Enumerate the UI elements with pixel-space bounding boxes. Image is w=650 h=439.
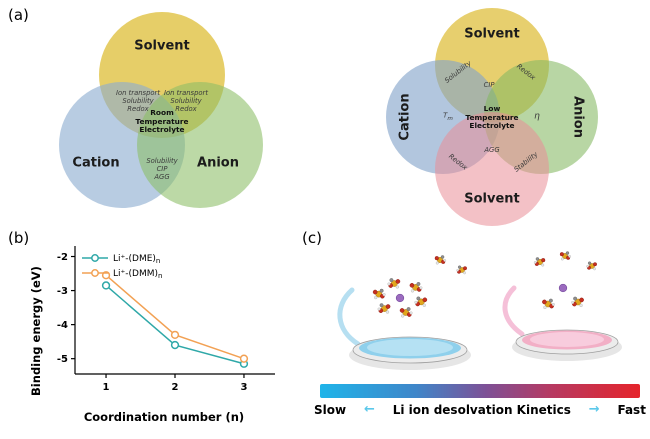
- venn-right-anion-label: Anion: [570, 96, 586, 138]
- venn-right-tm-label: Tm: [443, 111, 453, 122]
- venn-left: Solvent Cation Anion Ion transport Solub…: [58, 8, 268, 213]
- svg-text:-4: -4: [57, 320, 68, 331]
- venn-left-solvent-anion-overlap: Ion transport Solubility Redox: [163, 88, 209, 114]
- svg-text:-3: -3: [57, 286, 68, 297]
- panel-c-label: (c): [302, 229, 322, 247]
- venn-left-center-label: Room Temperature Electrolyte: [135, 107, 189, 135]
- venn-left-anion-circle: [137, 82, 263, 208]
- svg-text:-5: -5: [57, 354, 68, 365]
- chart-x-axis-label: Coordination number (n): [83, 410, 245, 424]
- svg-text:Li⁺-(DMM)n: Li⁺-(DMM)n: [113, 269, 162, 280]
- venn-right: Solvent Solvent Cation Anion Solubility …: [385, 6, 600, 228]
- slow-label: Slow: [314, 402, 347, 417]
- left-arrow-icon: ←: [363, 402, 375, 417]
- solvation-illustration: [337, 251, 622, 370]
- fast-label: Fast: [617, 402, 646, 417]
- venn-right-solvent-bottom-circle: [435, 112, 549, 226]
- venn-left-solvent-label: Solvent: [134, 38, 190, 54]
- kinetics-gradient-bar: [320, 384, 640, 398]
- venn-right-solvent-top-label: Solvent: [464, 26, 520, 42]
- kinetics-center-label: Li ion desolvation Kinetics: [392, 402, 571, 417]
- svg-text:2: 2: [172, 382, 179, 393]
- venn-left-solvent-cation-overlap: Ion transport Solubility Redox: [115, 88, 161, 114]
- svg-text:-2: -2: [57, 252, 68, 263]
- panel-a-label: (a): [8, 6, 29, 24]
- svg-text:3: 3: [240, 382, 247, 393]
- panel-b-label: (b): [8, 229, 30, 247]
- venn-right-eta-label: η: [534, 111, 540, 122]
- venn-right-solvent-bottom-label: Solvent: [464, 191, 520, 207]
- desolvation-kinetics-panel: (c) Slow ← Li ion desolvation Kinetics →…: [300, 226, 650, 439]
- svg-text:Li⁺-(DME)n: Li⁺-(DME)n: [113, 254, 160, 265]
- venn-left-anion-label: Anion: [197, 155, 239, 171]
- venn-right-agg-label: AGG: [484, 145, 500, 154]
- venn-right-cation-label: Cation: [397, 93, 413, 141]
- chart-plot-area: -2 -3 -4 -5 1 2 3 Li⁺-(DME)nLi⁺-(DMM)n: [57, 246, 275, 393]
- right-arrow-icon: →: [588, 402, 600, 417]
- svg-text:1: 1: [103, 382, 110, 393]
- venn-left-cation-anion-overlap: Solubility CIP AGG: [146, 156, 178, 182]
- kinetics-label-row: Slow ← Li ion desolvation Kinetics → Fas…: [314, 402, 646, 417]
- venn-left-cation-label: Cation: [72, 155, 120, 171]
- venn-right-cip-label: CIP: [483, 80, 495, 89]
- venn-right-center-label: Low Temperature Electrolyte: [465, 103, 519, 131]
